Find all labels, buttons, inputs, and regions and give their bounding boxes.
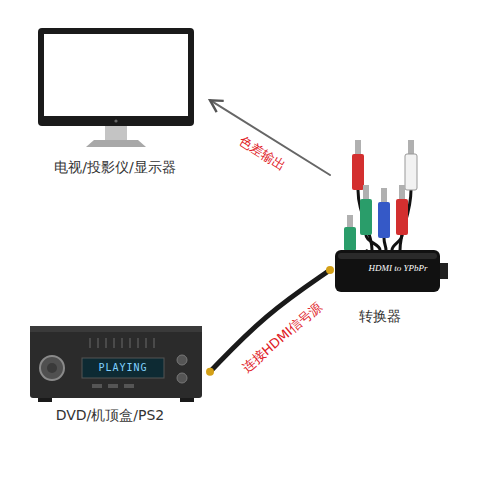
- player-body: [30, 326, 202, 398]
- player-illustration: [30, 326, 202, 402]
- converter-port: [440, 263, 448, 279]
- signal-arrow: [210, 100, 330, 175]
- power-dot: [114, 119, 117, 122]
- button: [177, 355, 187, 365]
- cable-tip: [206, 368, 214, 376]
- knob-center: [47, 363, 57, 373]
- converter-body: [335, 250, 440, 292]
- converter-bevel: [338, 253, 437, 259]
- monitor-neck: [105, 126, 127, 140]
- rca-plug: [352, 140, 364, 190]
- edge-label: 色差输出: [233, 131, 290, 175]
- monitor-base: [86, 140, 146, 147]
- monitor-bezel: [38, 28, 194, 126]
- player-foot: [38, 398, 52, 402]
- device-label: 电视/投影仪/显示器: [20, 158, 210, 176]
- monitor-screen: [44, 34, 188, 116]
- volume-knob: [40, 356, 64, 380]
- source-device: PLAYING DVD/机顶盒/PS2: [25, 320, 210, 435]
- product-print: HDMI to YPbPr: [358, 262, 438, 274]
- rca-plug: [378, 188, 390, 238]
- device-label: 转换器: [350, 307, 410, 325]
- cable-tip: [326, 266, 334, 274]
- rca-plug: [396, 185, 408, 235]
- rca-plug: [360, 185, 372, 235]
- display-panel: [82, 358, 164, 378]
- rca-plug: [405, 140, 417, 190]
- player-foot: [180, 398, 194, 402]
- player-vents: [90, 338, 154, 348]
- display-device: 电视/投影仪/显示器: [20, 25, 210, 185]
- button: [108, 384, 118, 388]
- rca-plug: [344, 215, 356, 251]
- button: [92, 384, 102, 388]
- player-top: [30, 326, 202, 332]
- converter-illustration: [335, 140, 448, 292]
- converter: HDMI to YPbPr 转换器: [330, 135, 450, 335]
- button: [177, 373, 187, 383]
- button: [124, 384, 134, 388]
- display-text: PLAYING: [82, 361, 164, 375]
- edge-label: 连接HDMI信号源: [237, 297, 327, 377]
- monitor-illustration: [38, 28, 194, 147]
- device-label: DVD/机顶盒/PS2: [25, 406, 195, 424]
